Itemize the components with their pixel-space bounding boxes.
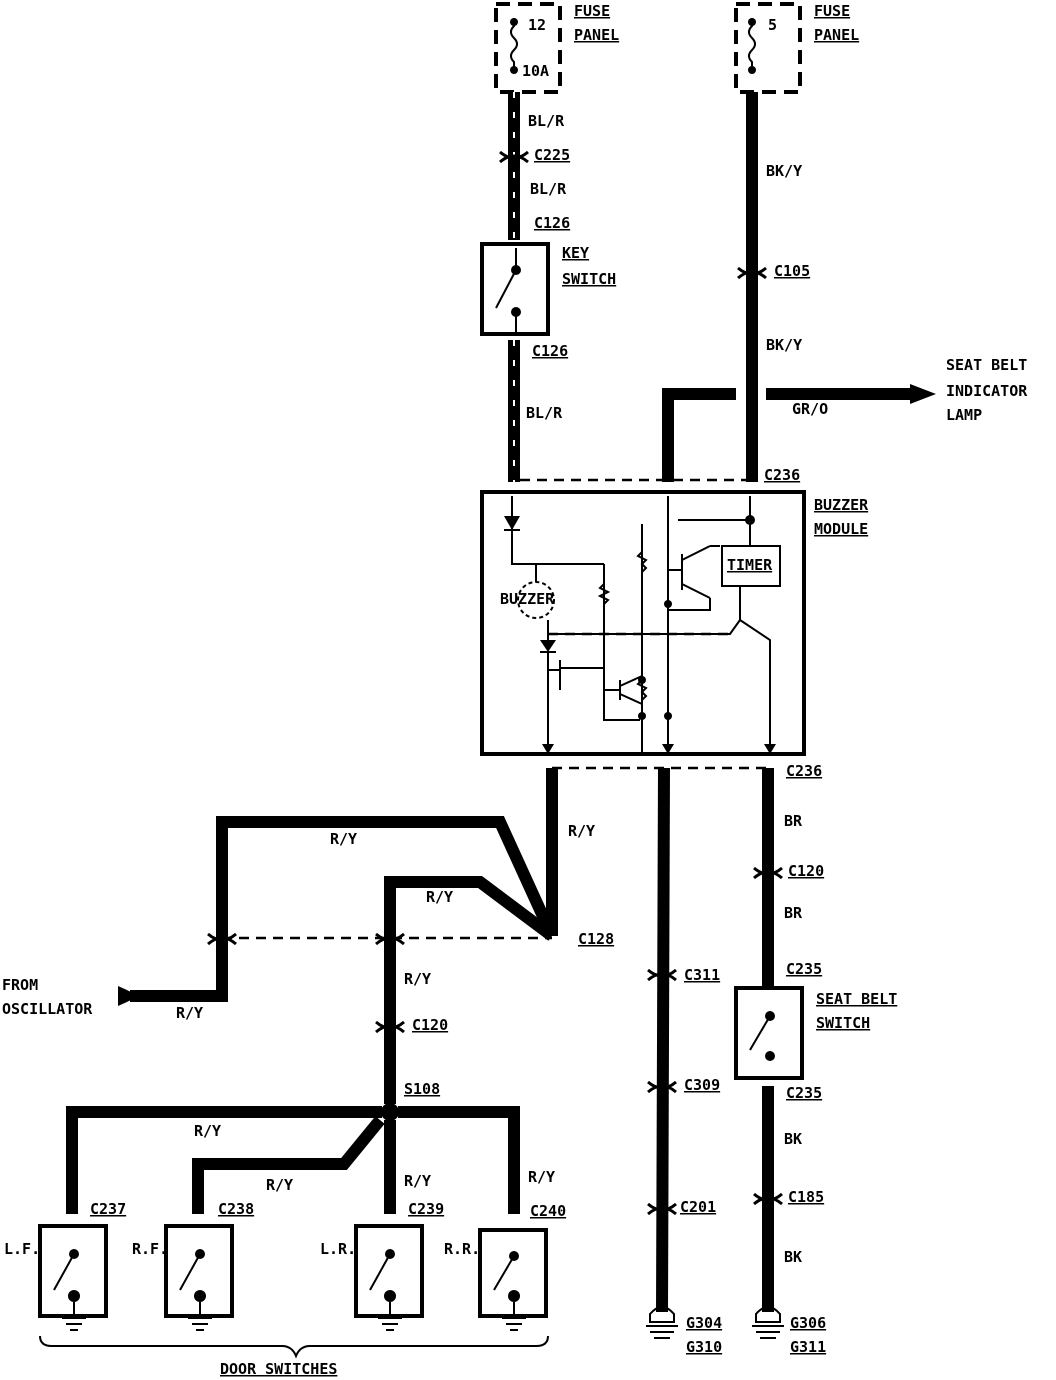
door-switch-rr: [478, 1228, 548, 1331]
door-switch-lf: [38, 1224, 108, 1331]
connector-c225: C225: [534, 146, 570, 164]
seat-belt-lamp-label: SEAT BELT: [946, 356, 1027, 374]
wire-gr-o: [662, 384, 936, 482]
fuse-12: 12 10A: [494, 2, 562, 94]
connector-c237: C237: [90, 1200, 126, 1218]
connector-c238: C238: [218, 1200, 254, 1218]
door-switch-lr: [354, 1224, 424, 1331]
buzzer-label: BUZZER: [500, 590, 555, 608]
wire-color-label: BL/R: [526, 404, 563, 422]
connector-c235: C235: [786, 1084, 822, 1102]
fuse-panel-label: FUSE: [574, 2, 610, 20]
fuse-number: 5: [768, 16, 777, 34]
wire-color-label: BL/R: [530, 180, 567, 198]
from-oscillator-label: FROM: [2, 976, 38, 994]
connector-c240: C240: [530, 1202, 566, 1220]
fuse-panel-label: PANEL: [574, 26, 619, 44]
connector-c235: C235: [786, 960, 822, 978]
timer-label: TIMER: [727, 556, 773, 574]
wire-color-label: R/Y: [568, 822, 595, 840]
from-oscillator-label: OSCILLATOR: [2, 1000, 93, 1018]
connector-c120: C120: [788, 862, 824, 880]
connector-c105: C105: [774, 262, 810, 280]
wire-color-label: BK: [784, 1248, 802, 1266]
seat-belt-switch: [734, 986, 804, 1080]
door-switch-rf: [164, 1224, 234, 1331]
connector-c239: C239: [408, 1200, 444, 1218]
wire-color-label: GR/O: [792, 400, 828, 418]
connector-c311: C311: [684, 966, 720, 984]
wire-color-label: BK: [784, 1130, 802, 1148]
door-switch-position: R.R.: [444, 1240, 480, 1258]
wire-color-label: BK/Y: [766, 336, 802, 354]
connector-c128: C128: [578, 930, 614, 948]
door-switch-position: R.F.: [132, 1240, 168, 1258]
buzzer-module-label: BUZZER: [814, 496, 869, 514]
fuse-panel-label: PANEL: [814, 26, 859, 44]
connector-c185: C185: [788, 1188, 824, 1206]
ground-label: G311: [790, 1338, 826, 1356]
wire-bk: [752, 1086, 784, 1339]
wire-color-label: BK/Y: [766, 162, 802, 180]
wire-color-label: BL/R: [528, 112, 565, 130]
door-switch-wiring: [66, 1106, 520, 1214]
key-switch-label: SWITCH: [562, 270, 616, 288]
door-switch-position: L.F.: [4, 1240, 40, 1258]
fuse-number: 12: [528, 16, 546, 34]
connector-c120: C120: [412, 1016, 448, 1034]
ground-label: G304: [686, 1314, 722, 1332]
key-switch: [480, 242, 550, 336]
connector-c201: C201: [680, 1198, 716, 1216]
wire-r-y: [118, 768, 558, 1104]
ground-label: G310: [686, 1338, 722, 1356]
ground-label: G306: [790, 1314, 826, 1332]
splice-label: S108: [404, 1080, 440, 1098]
buzzer-module: TIMER: [480, 490, 806, 756]
wire-color-label: BR: [784, 904, 803, 922]
buzzer-module-label: MODULE: [814, 520, 868, 538]
seat-belt-switch-label: SWITCH: [816, 1014, 870, 1032]
wire-color-label: R/Y: [194, 1122, 221, 1140]
seat-belt-switch-label: SEAT BELT: [816, 990, 897, 1008]
fuse-5: 5: [734, 2, 802, 94]
connector-c126: C126: [534, 214, 570, 232]
connector-c236: C236: [786, 762, 822, 780]
door-switches-label: DOOR SWITCHES: [220, 1360, 337, 1378]
key-switch-label: KEY: [562, 244, 589, 262]
wire-color-label: BR: [784, 812, 803, 830]
wire-color-label: R/Y: [528, 1168, 555, 1186]
wire-color-label: R/Y: [330, 830, 357, 848]
wire-color-label: R/Y: [426, 888, 453, 906]
wire-color-label: R/Y: [176, 1004, 203, 1022]
connector-c126: C126: [532, 342, 568, 360]
door-switch-position: L.R.: [320, 1240, 356, 1258]
connector-c236: C236: [764, 466, 800, 484]
wire-color-label: R/Y: [404, 1172, 431, 1190]
wire-color-label: R/Y: [266, 1176, 293, 1194]
wire-ground-1: [646, 767, 678, 1339]
seat-belt-lamp-label: INDICATOR: [946, 382, 1028, 400]
seat-belt-lamp-label: LAMP: [946, 406, 982, 424]
splice-s108: [381, 1103, 399, 1121]
fuse-panel-label: FUSE: [814, 2, 850, 20]
wire-color-label: R/Y: [404, 970, 431, 988]
fuse-rating: 10A: [522, 62, 549, 80]
connector-c309: C309: [684, 1076, 720, 1094]
